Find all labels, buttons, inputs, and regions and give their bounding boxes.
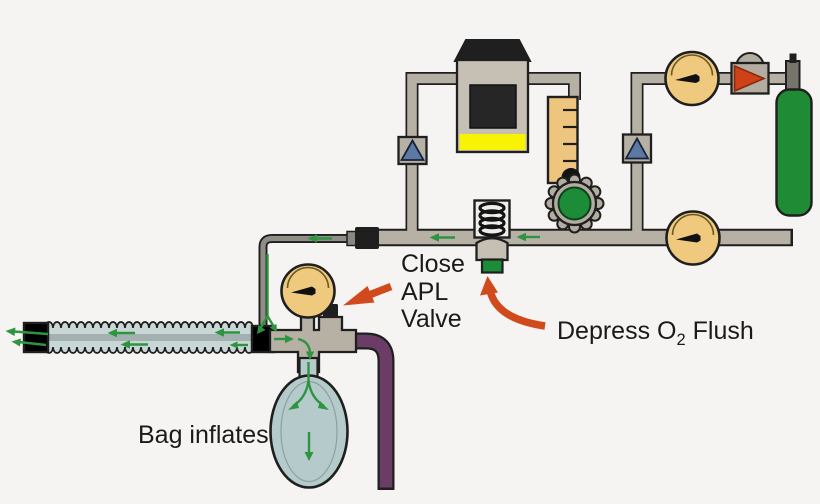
flow-control-knob — [544, 173, 605, 234]
cylinder-pressure-gauge — [664, 50, 720, 107]
flush-annotation-arrow — [480, 276, 546, 330]
check-valve-left — [397, 135, 428, 166]
vaporizer-level-strip — [459, 134, 526, 150]
gas-outlet-connector — [346, 227, 379, 249]
breathing-bag — [269, 356, 349, 489]
o2-flush-valve — [473, 199, 511, 274]
pressure-regulator — [730, 52, 770, 95]
depress-flush-subscript: 2 — [676, 331, 686, 349]
check-valve-right — [621, 133, 653, 164]
apl-annotation-arrow — [343, 283, 393, 306]
close-apl-valve-label: Close APL Valve — [401, 250, 465, 334]
flow-arrows — [5, 232, 540, 360]
bag-flow-arrows — [288, 362, 329, 461]
cylinder-valve-stem — [785, 60, 801, 92]
bag-inflates-label: Bag inflates — [138, 421, 269, 450]
o2-cylinder — [775, 53, 813, 217]
gauge-needle — [675, 74, 700, 83]
close-apl-line1: Close — [401, 250, 465, 278]
corrugated-tube — [22, 321, 253, 354]
gauge-needle — [291, 286, 316, 296]
scavenging-pipe — [354, 332, 395, 490]
depress-o2-flush-label: Depress O2 Flush — [557, 317, 754, 355]
flush-spring — [478, 201, 506, 237]
depress-flush-suffix: Flush — [685, 317, 754, 345]
vaporizer — [453, 39, 532, 154]
flowmeter-ticks — [563, 108, 577, 163]
depress-flush-prefix: Depress O — [557, 317, 677, 345]
bag-inflates-text: Bag inflates — [138, 421, 269, 449]
circuit-pressure-gauge — [280, 263, 336, 319]
vaporizer-window — [469, 84, 517, 129]
tube-connector-left — [22, 321, 50, 354]
close-apl-line2: APL — [401, 277, 449, 306]
gauge-needle — [676, 233, 701, 243]
close-apl-line3: Valve — [401, 305, 462, 333]
flush-button — [480, 258, 504, 274]
fresh-gas-hose — [258, 234, 352, 328]
flowmeter — [546, 95, 581, 187]
pipeline-pressure-gauge — [665, 210, 721, 266]
